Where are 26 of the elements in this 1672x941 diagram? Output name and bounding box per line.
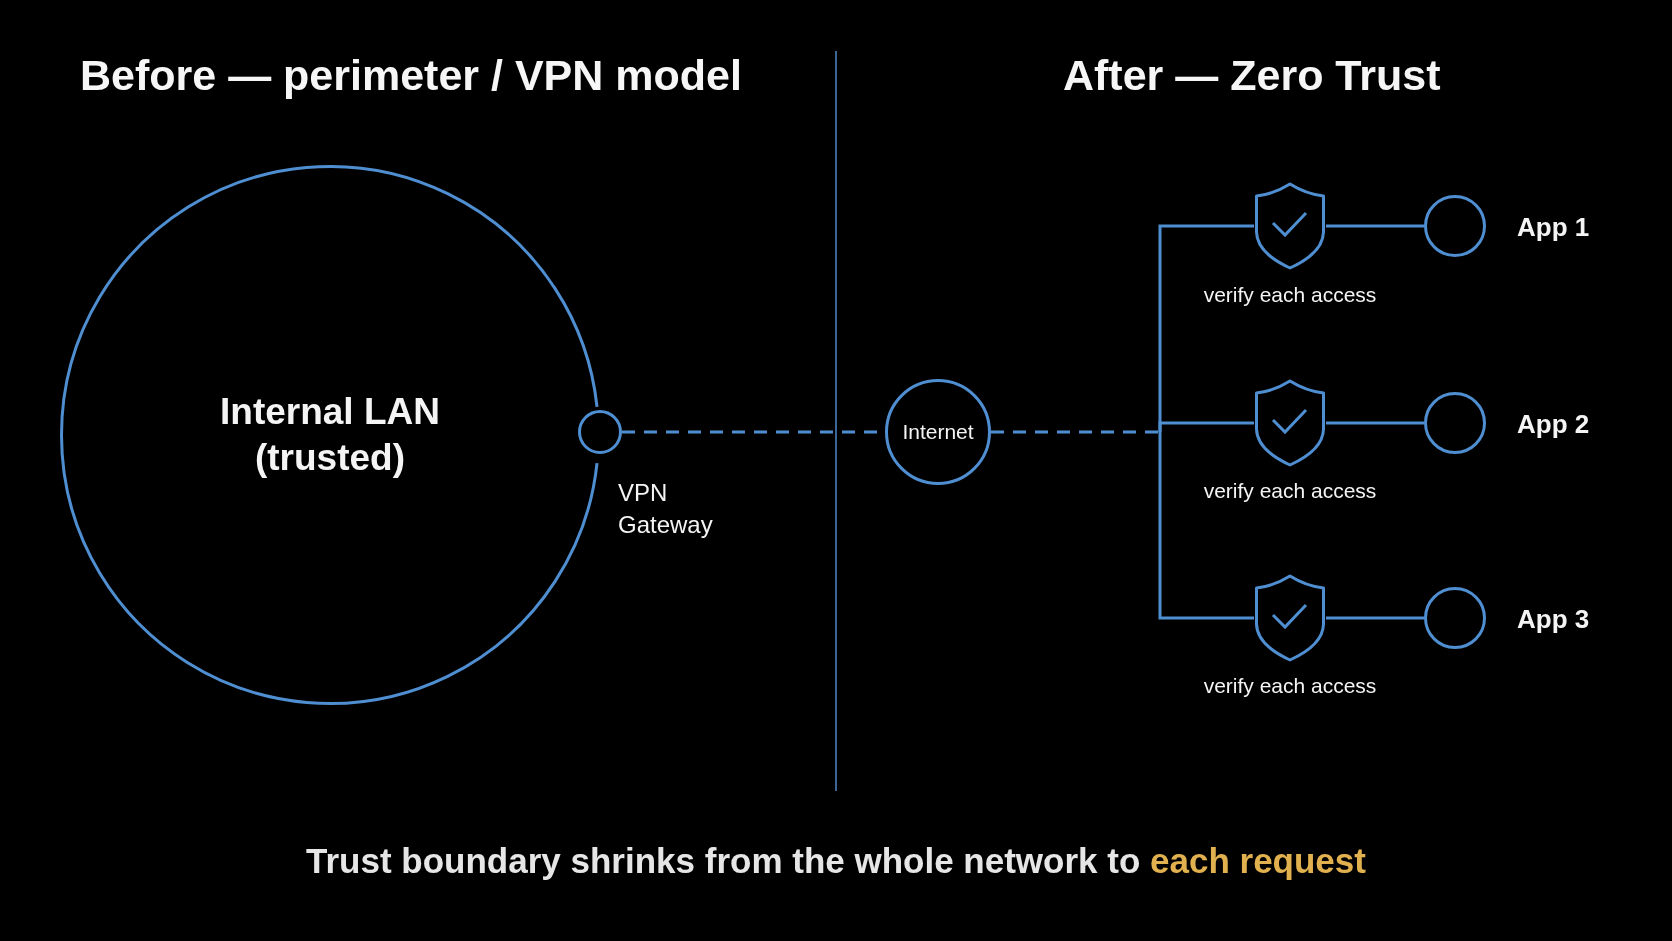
panel-heading: After — Zero Trust (1063, 50, 1441, 101)
dashed-connector (991, 430, 1160, 434)
connector-line (1326, 421, 1424, 425)
gateway-circle (578, 410, 622, 454)
connector-line (1326, 616, 1424, 620)
node-label: Internal LAN (trusted) (219, 389, 441, 480)
node-caption: VPN Gateway (618, 478, 714, 541)
connector-line (1158, 432, 1254, 620)
app-circle (1424, 392, 1486, 454)
shield-check-icon (1254, 379, 1326, 467)
node-label: Internet (901, 418, 975, 445)
app-circle (1424, 195, 1486, 257)
panel-heading: Before — perimeter / VPN model (80, 50, 742, 101)
shield-check-icon (1254, 182, 1326, 270)
node-caption: verify each access (1203, 283, 1377, 306)
node-caption: verify each access (1203, 479, 1377, 502)
app-label: App 1 (1517, 211, 1590, 244)
connector-line (1326, 224, 1424, 228)
node-caption: verify each access (1203, 674, 1377, 697)
shield-check-icon (1254, 574, 1326, 662)
caption-text: Trust boundary shrinks from the whole network to each request (306, 841, 1366, 880)
connector-line (1158, 421, 1254, 432)
internet-circle (885, 379, 991, 485)
app-label: App 2 (1517, 408, 1590, 441)
app-label: App 3 (1517, 603, 1590, 636)
app-circle (1424, 587, 1486, 649)
